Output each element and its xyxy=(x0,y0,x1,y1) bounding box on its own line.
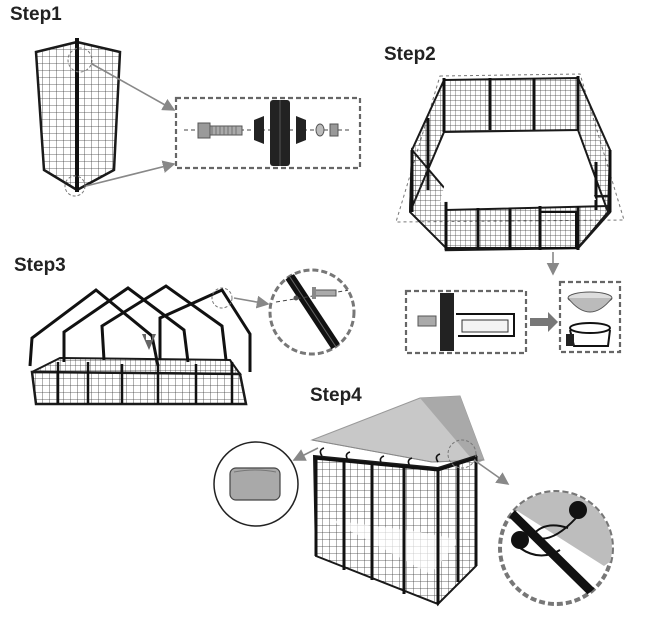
step1-bolt-callout xyxy=(174,96,362,170)
step3-bolt-callout xyxy=(268,268,356,356)
bolt-icon xyxy=(197,122,243,139)
step4-fabric-callout xyxy=(213,441,299,527)
ball-bungee-icon xyxy=(511,501,587,557)
step1-label: Step1 xyxy=(10,4,62,25)
step1-panel-corner xyxy=(34,38,122,197)
step4-arrows xyxy=(292,447,510,485)
step4-label: Step4 xyxy=(310,385,362,406)
step3-arrow xyxy=(233,295,270,309)
bracket-icon xyxy=(566,322,611,347)
step2-bowl-holder-callout xyxy=(404,280,622,355)
step3-roof-frame xyxy=(28,284,252,406)
step3-label: Step3 xyxy=(14,255,66,276)
step2-kennel-frame xyxy=(395,73,625,252)
step4-bungee-callout xyxy=(498,490,614,606)
step2-label: Step2 xyxy=(384,44,436,65)
fabric-swatch-icon xyxy=(229,467,281,501)
washer-icon xyxy=(315,123,325,137)
bowl-icon xyxy=(567,291,613,313)
nut-icon xyxy=(329,123,339,137)
step1-arrows xyxy=(85,63,176,187)
step4-covered-kennel xyxy=(310,395,485,607)
